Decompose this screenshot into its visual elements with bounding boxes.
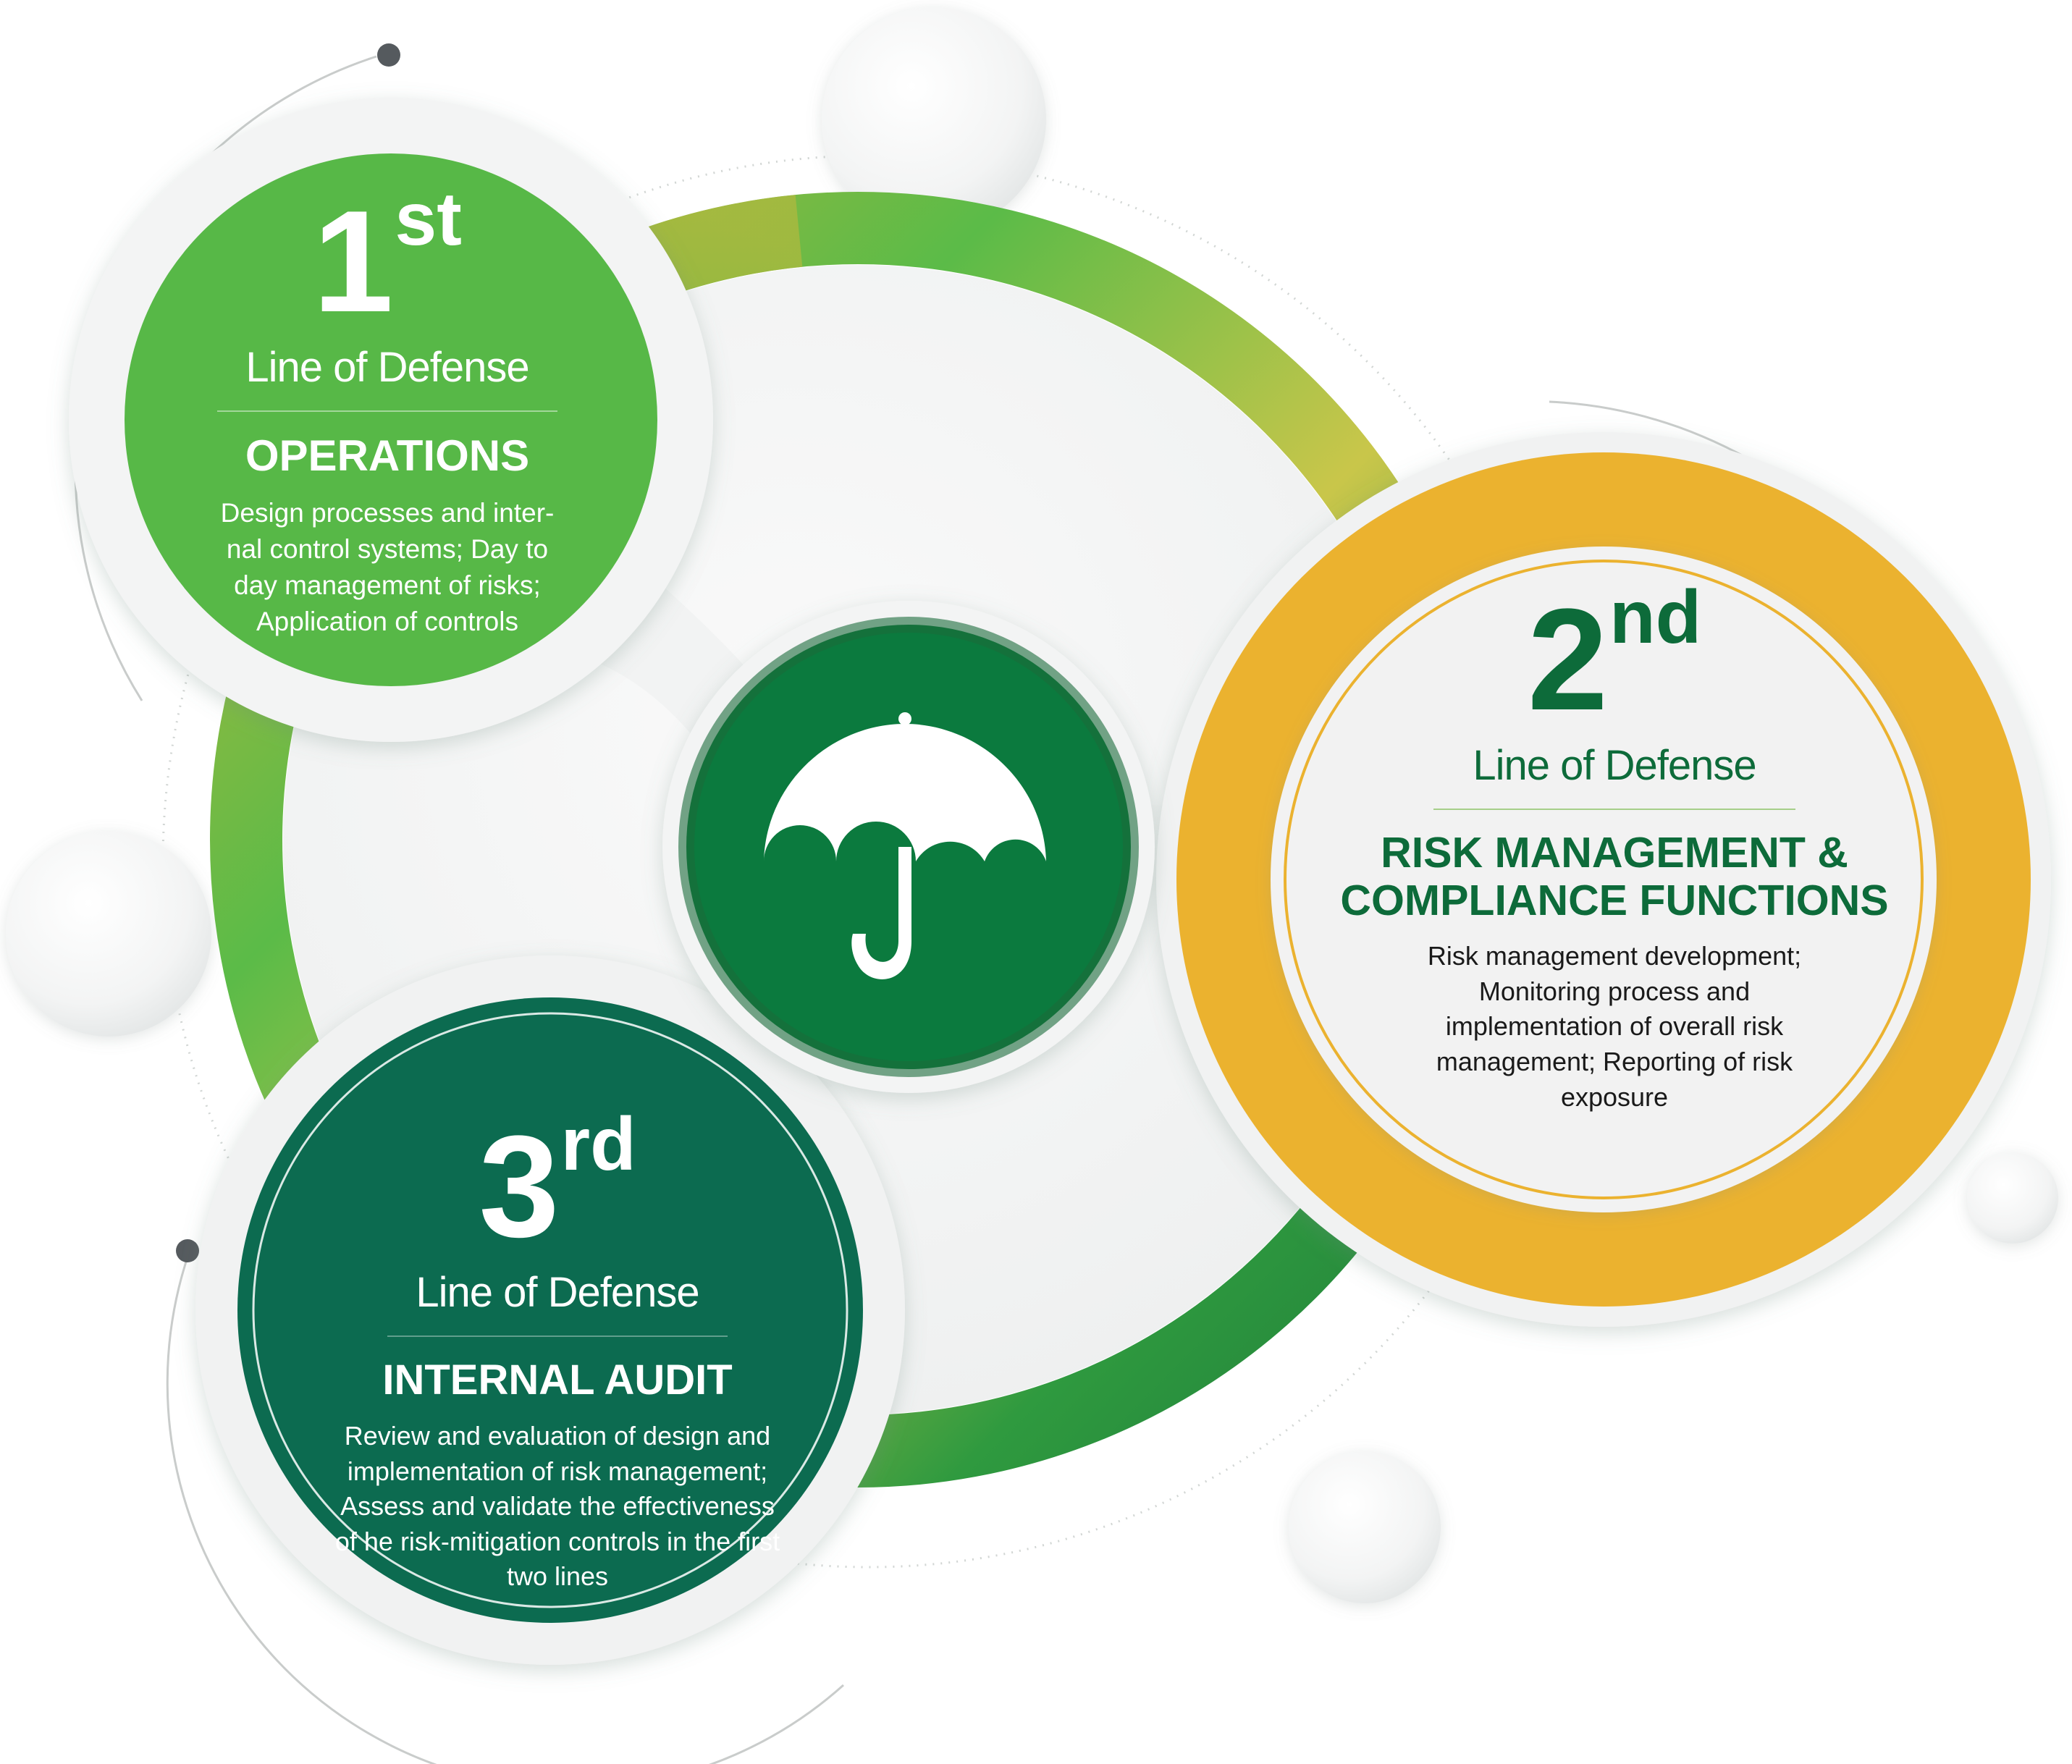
second-line-panel: 2nd Line of Defense RISK MANAGEMENT & CO… xyxy=(1303,575,1926,1115)
first-line-title: OPERATIONS xyxy=(245,431,530,480)
divider xyxy=(387,1335,728,1337)
third-line-circle xyxy=(237,997,863,1623)
first-line-label: Line of Defense xyxy=(245,344,529,391)
dot xyxy=(176,1239,199,1262)
third-line-label: Line of Defense xyxy=(416,1269,699,1316)
second-line-title: RISK MANAGEMENT & COMPLIANCE FUNCTIONS xyxy=(1340,829,1889,925)
second-line-ordinal: 2nd xyxy=(1527,575,1702,740)
umbrella-icon xyxy=(764,712,1046,979)
bubble xyxy=(1967,1152,2058,1244)
first-line-circle xyxy=(125,153,657,686)
third-line-description: Review and evaluation of design and impl… xyxy=(334,1421,780,1592)
second-line-description: Risk management development; Monitoring … xyxy=(1427,941,1802,1112)
divider xyxy=(217,410,557,412)
dot xyxy=(377,43,400,67)
bubble xyxy=(1289,1451,1441,1603)
bubble xyxy=(6,831,211,1037)
third-line-panel: 3rd Line of Defense INTERNAL AUDIT Revie… xyxy=(311,1102,804,1595)
arc-bottom-left xyxy=(166,1259,844,1764)
bubble xyxy=(822,7,1046,232)
second-line-label: Line of Defense xyxy=(1473,742,1756,789)
third-line-title: INTERNAL AUDIT xyxy=(382,1356,733,1404)
first-line-ordinal: 1st xyxy=(313,177,462,342)
third-line-ordinal: 3rd xyxy=(479,1102,636,1267)
first-line-description: Design processes and inter- nal control … xyxy=(220,498,555,636)
second-line-inner xyxy=(1271,546,1937,1212)
first-line-panel: 1st Line of Defense OPERATIONS Design pr… xyxy=(185,177,590,640)
divider xyxy=(1433,809,1795,810)
